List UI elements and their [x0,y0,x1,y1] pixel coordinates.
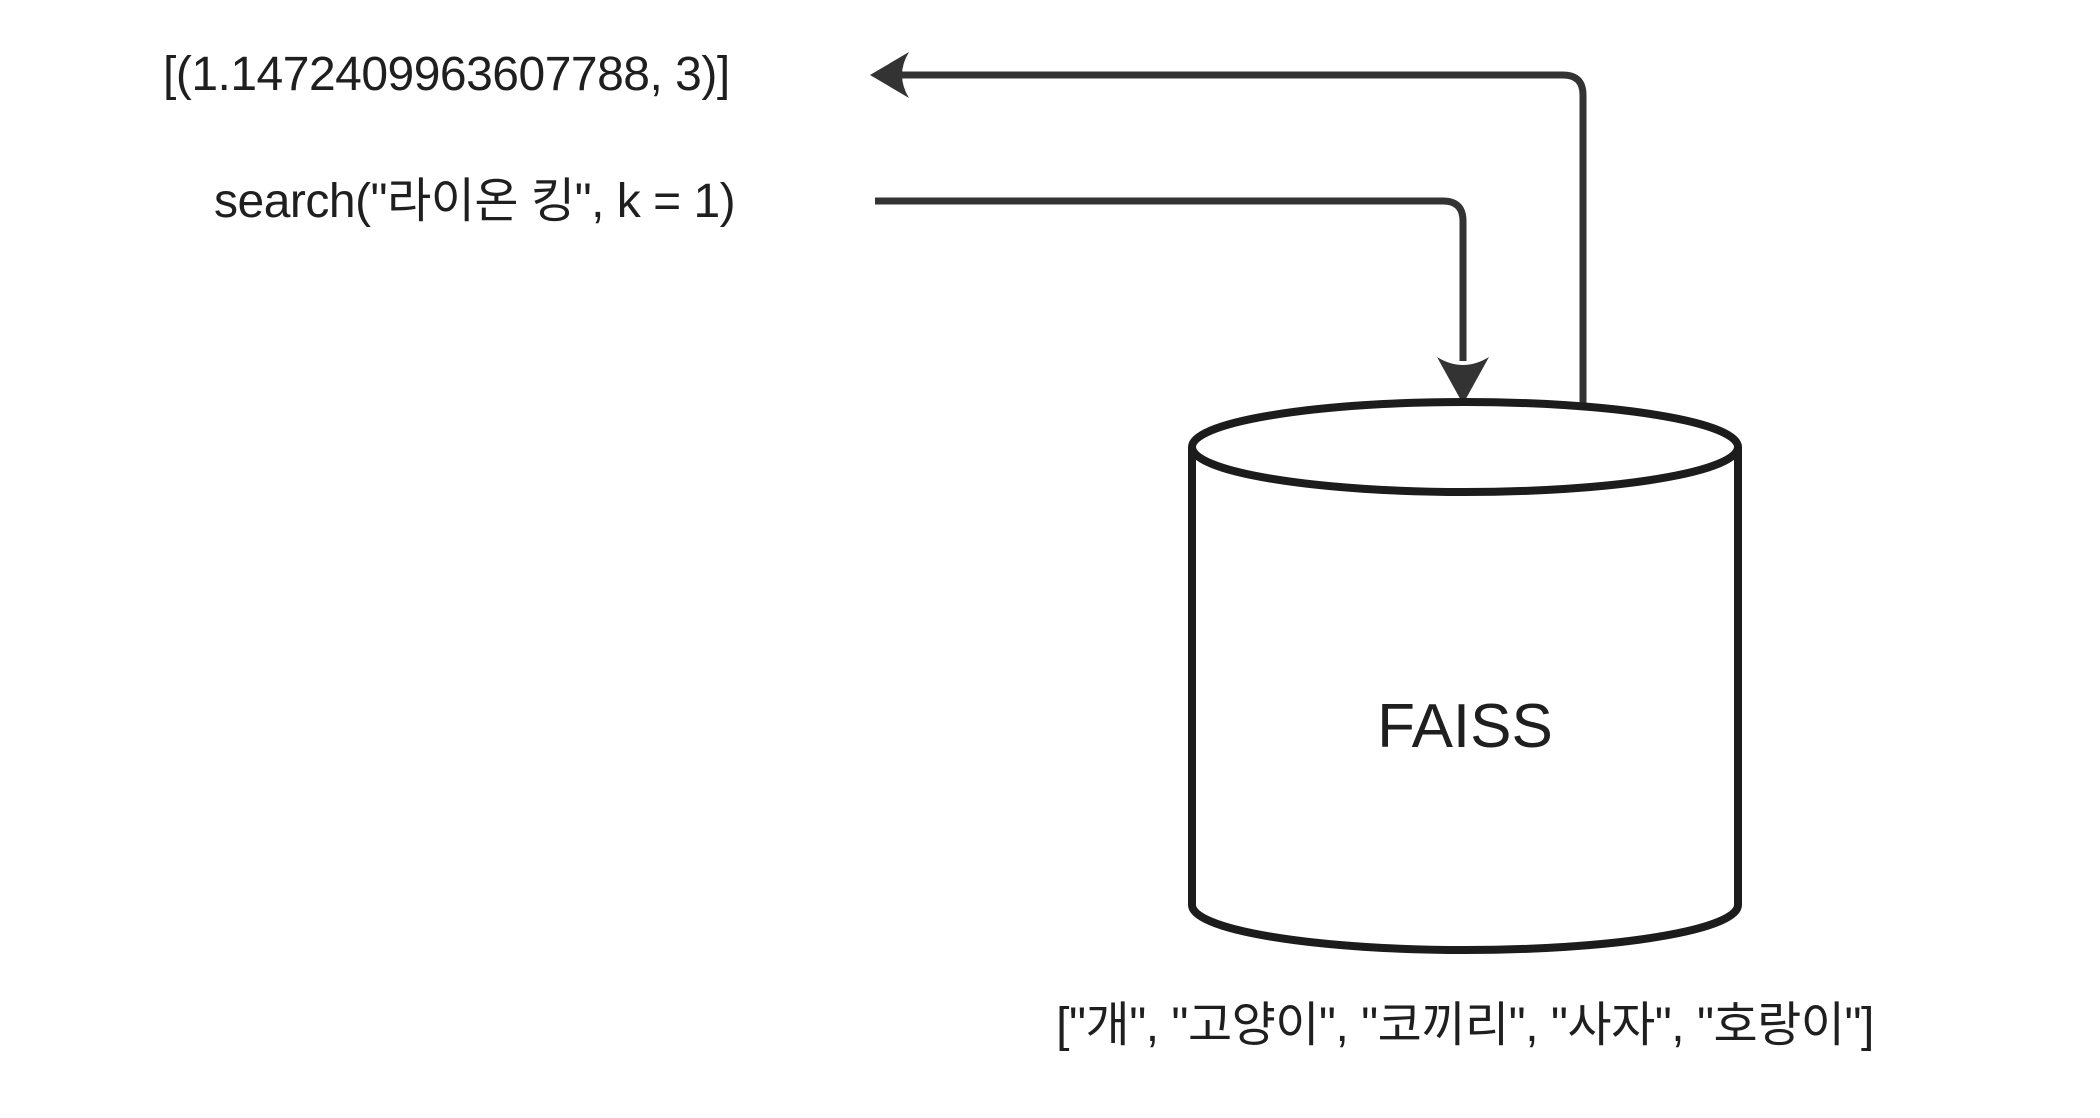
result-arrowhead-left [870,52,909,98]
result-text: [(1.1472409963607788, 3)] [163,48,730,101]
faiss-label: FAISS [1377,692,1553,761]
faiss-cylinder-top [1188,398,1742,496]
documents-text: ["개", "고양이", "코끼리", "사자", "호랑이"] [1056,999,1874,1052]
query-text: search("라이온 킹", k = 1) [214,175,736,228]
query-arrow-line [875,197,1467,361]
result-arrow-line [898,71,1587,407]
query-arrowhead-down [1437,357,1489,404]
faiss-cylinder-body [1188,447,1742,954]
